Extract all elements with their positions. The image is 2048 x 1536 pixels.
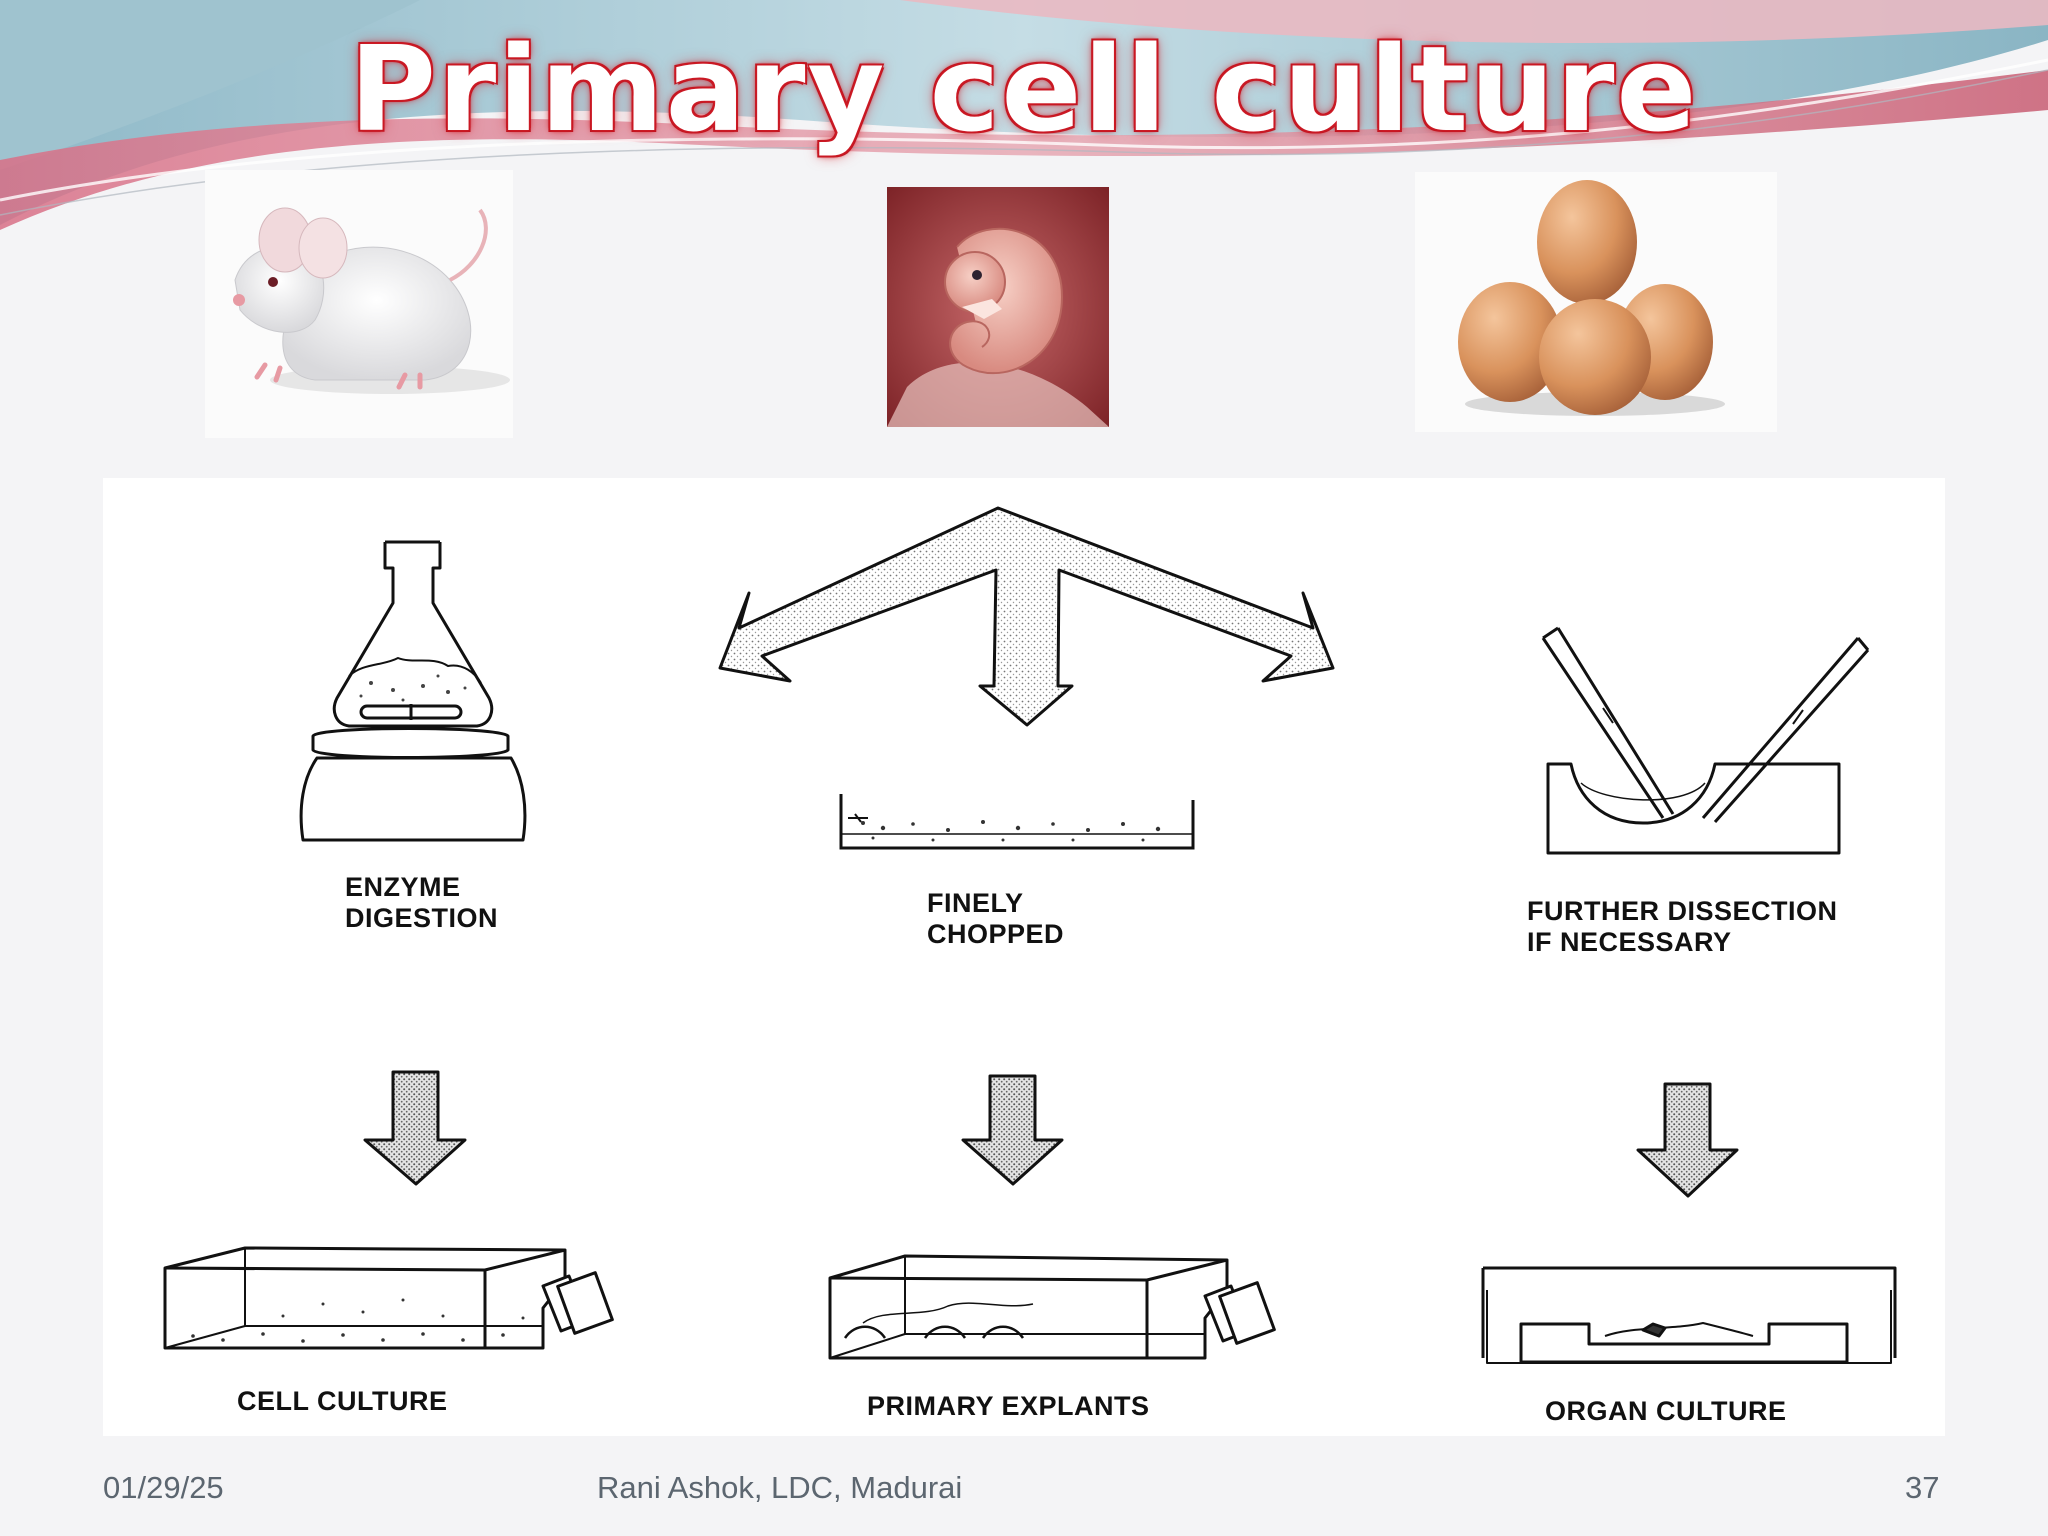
mouse-photo: [205, 170, 513, 438]
down-arrows: [363, 1070, 1739, 1198]
label-finely-chopped: FINELY CHOPPED: [927, 888, 1065, 949]
cell-culture-flask: [163, 1246, 614, 1350]
eggs-photo: [1415, 172, 1777, 432]
label-cell-culture: CELL CULTURE: [237, 1386, 448, 1416]
chopped-dish: [839, 794, 1195, 850]
embryo-photo: [887, 187, 1109, 427]
organ-culture-dish: [1481, 1266, 1897, 1364]
enzyme-flask: [299, 540, 527, 842]
primary-explants-flask: [828, 1254, 1276, 1360]
dissection-forceps: [1541, 626, 1870, 855]
label-enzyme-digestion: ENZYME DIGESTION: [345, 872, 499, 933]
diagram-panel: ENZYME DIGESTION FINELY CHOPPED FURTHER …: [103, 478, 1945, 1436]
label-organ-culture: ORGAN CULTURE: [1545, 1396, 1787, 1426]
footer-date: 01/29/25: [103, 1470, 224, 1505]
footer-author: Rani Ashok, LDC, Madurai: [597, 1470, 963, 1505]
slide-title: Primary cell culture: [349, 20, 1699, 158]
header-swoosh: [0, 0, 2048, 230]
branch-arrow: [718, 506, 1335, 727]
footer-page-number: 37: [1905, 1470, 1940, 1505]
label-further-dissection: FURTHER DISSECTION IF NECESSARY: [1527, 896, 1838, 957]
label-primary-explants: PRIMARY EXPLANTS: [867, 1391, 1150, 1421]
